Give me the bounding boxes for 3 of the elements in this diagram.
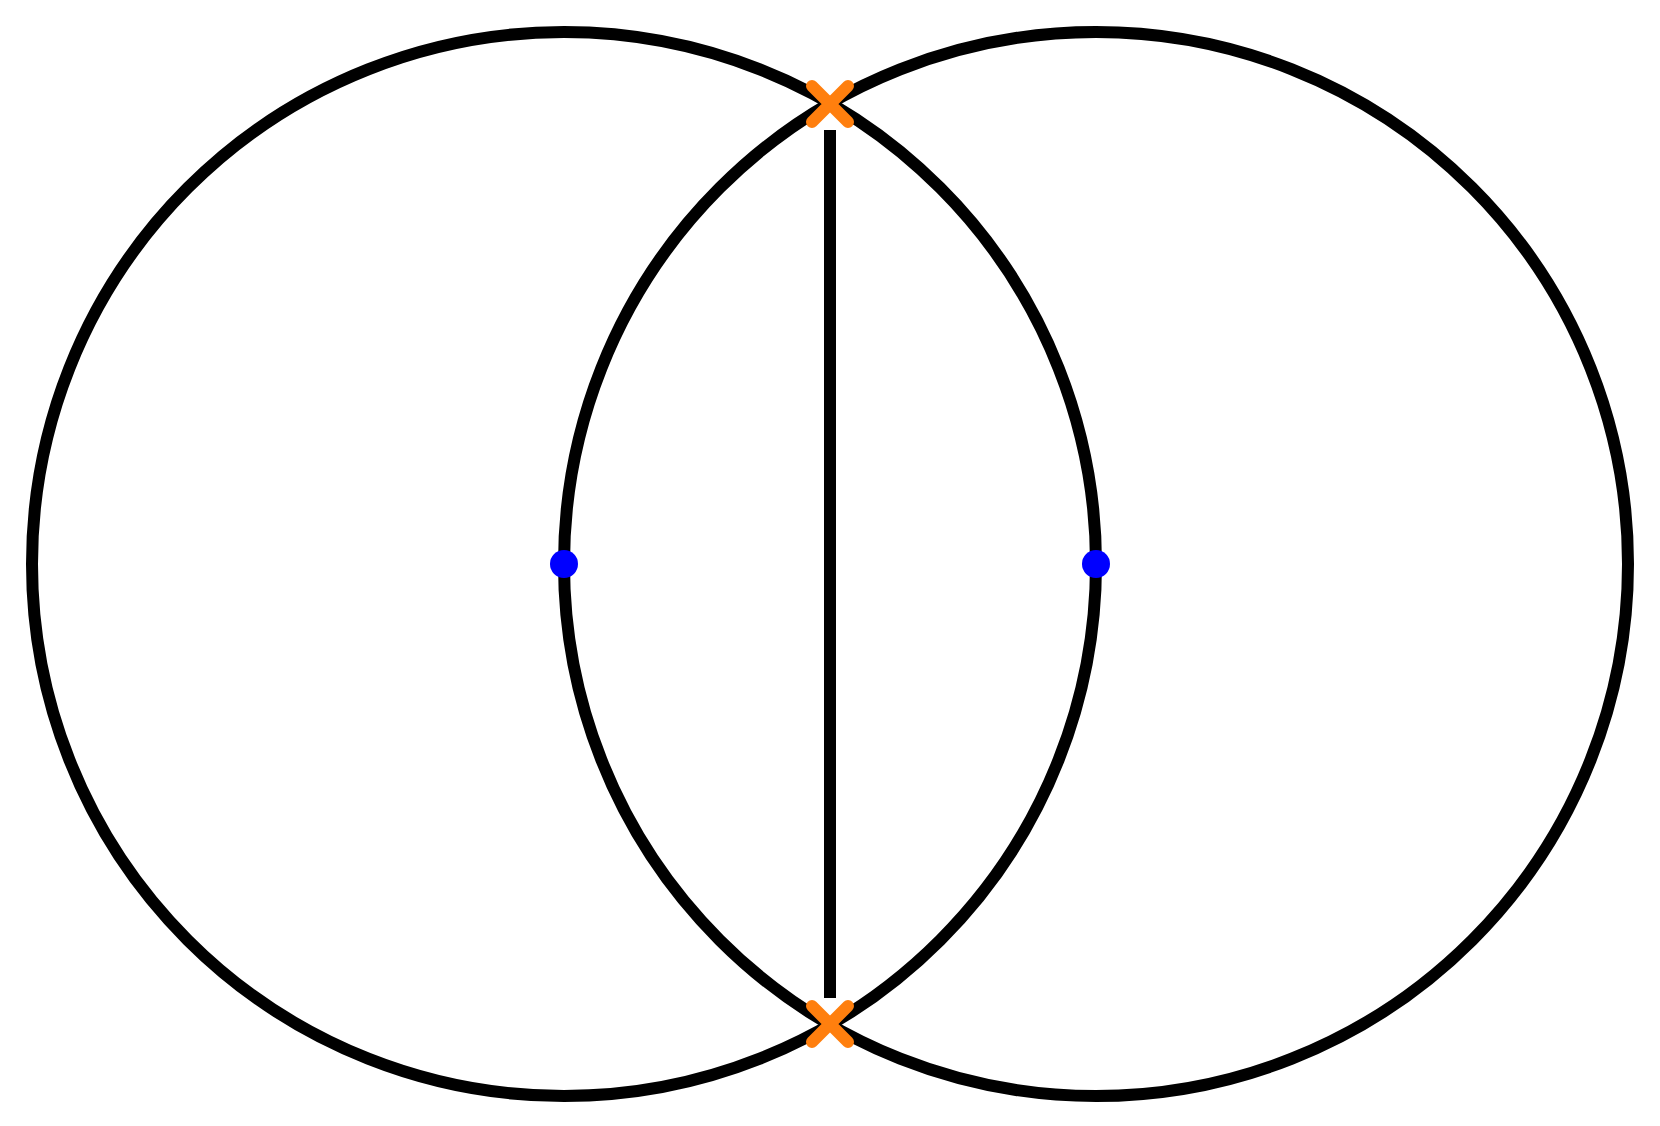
- connector-line: [824, 130, 836, 998]
- cross-marker: [804, 78, 856, 130]
- cross-marker: [804, 998, 856, 1050]
